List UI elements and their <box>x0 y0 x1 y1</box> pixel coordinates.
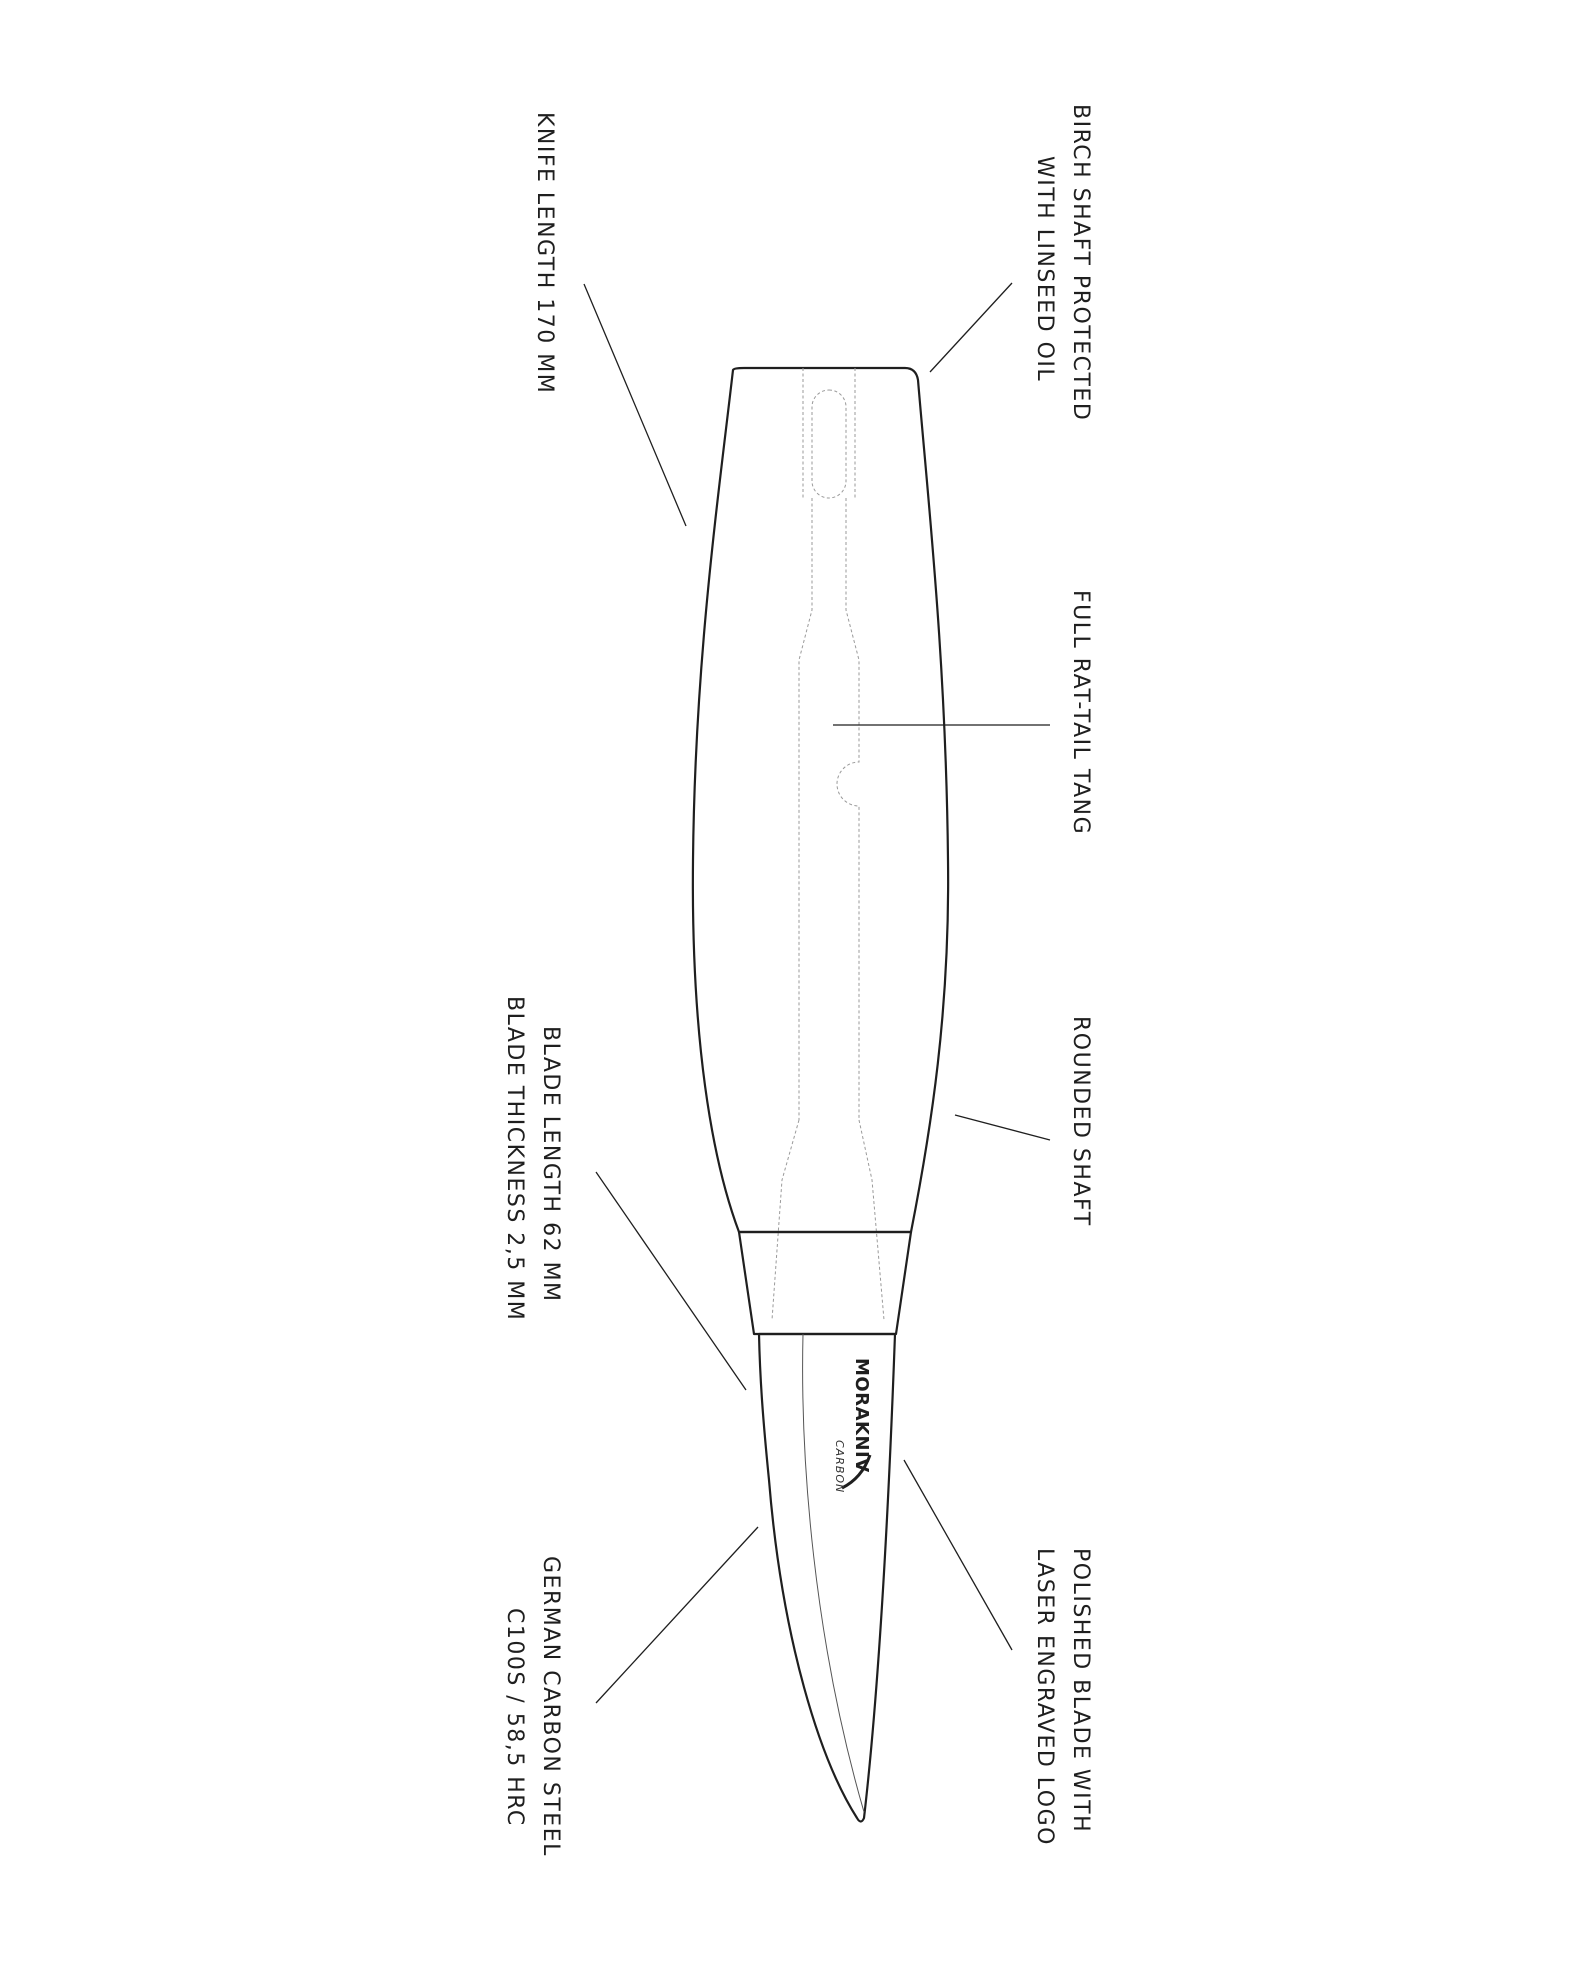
leader-blade-length <box>595 1171 747 1391</box>
leader-lines <box>583 282 1051 1704</box>
knife-drawing: MORAKNIV CARBON <box>691 366 950 1823</box>
blade-bevel-line <box>802 1333 865 1813</box>
callout-text: FULL RAT-TAIL TANG <box>1068 590 1093 835</box>
rat-tail-tang-hidden <box>771 368 885 1321</box>
blade-logo-brand: MORAKNIV <box>851 1358 872 1473</box>
callout-text: BIRCH SHAFT PROTECTED <box>1068 104 1093 421</box>
callout-text: KNIFE LENGTH 170 MM <box>532 112 557 394</box>
callout-text: POLISHED BLADE WITH <box>1068 1548 1093 1833</box>
callout-rat-tail-tang: FULL RAT-TAIL TANG <box>1068 590 1093 835</box>
callout-birch-shaft: BIRCH SHAFT PROTECTED WITH LINSEED OIL <box>1032 104 1093 421</box>
callout-polished-blade: POLISHED BLADE WITH LASER ENGRAVED LOGO <box>1032 1548 1093 1846</box>
leader-birch-shaft <box>929 282 1013 373</box>
ferrule <box>737 1230 913 1336</box>
callout-text: C100S / 58,5 HRC <box>502 1608 527 1827</box>
blade-logo-swoosh <box>841 1454 872 1490</box>
blade-outline <box>757 1332 897 1823</box>
blade-logo-subtitle: CARBON <box>833 1440 846 1493</box>
callout-rounded-shaft: ROUNDED SHAFT <box>1068 1016 1093 1227</box>
callout-text: WITH LINSEED OIL <box>1032 156 1057 382</box>
blade-logo: MORAKNIV CARBON <box>833 1358 872 1493</box>
leader-rounded-shaft <box>954 1114 1051 1141</box>
callout-text: LASER ENGRAVED LOGO <box>1032 1548 1057 1846</box>
callout-text: BLADE LENGTH 62 MM <box>538 1026 563 1303</box>
callout-carbon-steel: GERMAN CARBON STEEL C100S / 58,5 HRC <box>502 1556 563 1857</box>
callout-blade-length: BLADE LENGTH 62 MM BLADE THICKNESS 2,5 M… <box>502 996 563 1321</box>
leader-carbon-steel <box>595 1526 759 1704</box>
handle-outline <box>691 366 950 1234</box>
leader-polished-blade <box>903 1459 1013 1651</box>
callout-knife-length: KNIFE LENGTH 170 MM <box>532 112 557 394</box>
callout-text: ROUNDED SHAFT <box>1068 1016 1093 1227</box>
leader-knife-length <box>583 283 687 527</box>
callout-text: BLADE THICKNESS 2,5 MM <box>502 996 527 1321</box>
callout-text: GERMAN CARBON STEEL <box>538 1556 563 1857</box>
